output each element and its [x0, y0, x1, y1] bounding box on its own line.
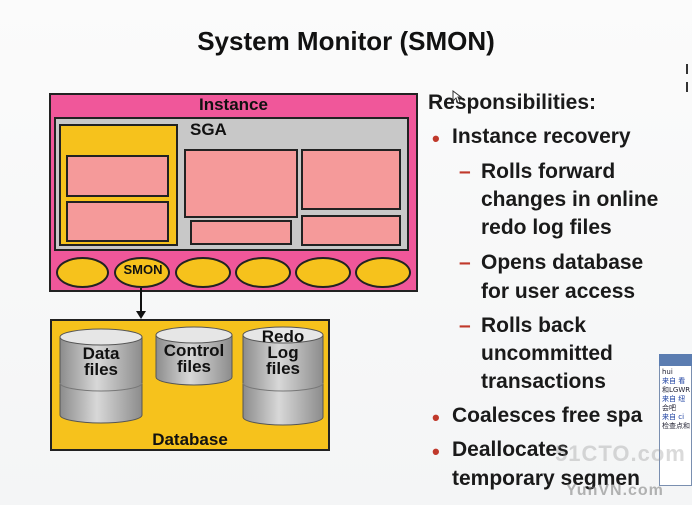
background-process-5: [295, 257, 351, 288]
sub2-line2: for user access: [481, 280, 636, 303]
dash-icon: –: [459, 314, 471, 337]
bullet-icon: •: [432, 126, 440, 151]
chat-overlay-panel[interactable]: [659, 354, 692, 486]
chat-line: 检查点和: [662, 422, 690, 430]
data-files-label-line2: files: [83, 360, 119, 379]
item-instance-recovery: Instance recovery: [452, 125, 631, 148]
sub1-line2: changes in online: [481, 188, 659, 211]
chat-line: 会吧: [662, 404, 676, 412]
watermark-yunvn: YunVN.com: [566, 482, 664, 499]
scroll-tick-1: [686, 64, 688, 74]
item-deallocates-line2: temporary segmen: [452, 467, 640, 490]
chat-message-list[interactable]: hui 来自 看 和LGWR 来自 纽 会吧 来自 ci 检查点和: [662, 368, 692, 431]
sub1-line1: Rolls forward: [481, 160, 616, 183]
redo-label-line2: Log: [267, 343, 299, 362]
arrow-line: [140, 288, 142, 313]
mouse-cursor-icon: [452, 90, 462, 104]
chat-line: hui: [662, 368, 673, 376]
item-deallocates-line1: Deallocates: [452, 438, 569, 461]
bullet-icon: •: [432, 405, 440, 430]
sga-label: SGA: [190, 120, 227, 139]
redo-log-files-cylinder: [242, 326, 324, 426]
background-process-4: [235, 257, 291, 288]
dash-icon: –: [459, 251, 471, 274]
redo-label-line1: Redo: [261, 327, 305, 346]
control-files-cylinder: [155, 326, 233, 386]
database-label: Database: [152, 430, 228, 449]
redo-log-files-label: Redo Log files: [243, 327, 323, 378]
database-cylinders: [59, 326, 324, 426]
chat-line: 来自 纽: [662, 395, 686, 403]
redo-log-buffer-block: [301, 149, 401, 210]
sub3-line2: uncommitted: [481, 342, 613, 365]
watermark-51cto: 51CTO.com: [555, 441, 686, 466]
smon-label: SMON: [123, 262, 163, 277]
control-files-label-line1: Control: [163, 341, 225, 360]
control-files-label-line2: files: [176, 357, 212, 376]
instance-label: Instance: [199, 95, 268, 114]
smon-process: [114, 257, 170, 288]
dictionary-cache-block: [66, 201, 169, 242]
bullet-icon: •: [432, 439, 440, 464]
arrow-down-icon: [136, 311, 146, 319]
control-files-label: Control files: [155, 341, 233, 376]
sub1-line3: redo log files: [481, 216, 612, 239]
chat-line: 和LGWR: [662, 386, 691, 394]
sub3-line3: transactions: [481, 370, 606, 393]
redo-label-line3: files: [265, 359, 301, 378]
buffer-cache-block: [184, 149, 298, 218]
chat-line: 来自 看: [662, 377, 686, 385]
slide-title: System Monitor (SMON): [197, 26, 495, 56]
item-coalesces: Coalesces free spa: [452, 404, 643, 427]
dash-icon: –: [459, 160, 471, 183]
data-files-label-line1: Data: [82, 344, 120, 363]
scroll-tick-2: [686, 82, 688, 92]
responsibilities-heading: Responsibilities:: [428, 91, 597, 114]
background-process-6: [355, 257, 411, 288]
java-pool-block: [301, 215, 401, 246]
chat-overlay-header[interactable]: [659, 354, 692, 366]
sub3-line1: Rolls back: [481, 314, 587, 337]
chat-line: 来自 ci: [662, 413, 685, 421]
data-files-cylinder: [59, 328, 143, 424]
library-cache-block: [66, 155, 169, 197]
data-files-label: Data files: [60, 344, 142, 379]
large-pool-block: [190, 220, 292, 245]
background-process-3: [175, 257, 231, 288]
sub2-line1: Opens database: [481, 251, 644, 274]
background-process-1: [56, 257, 109, 288]
